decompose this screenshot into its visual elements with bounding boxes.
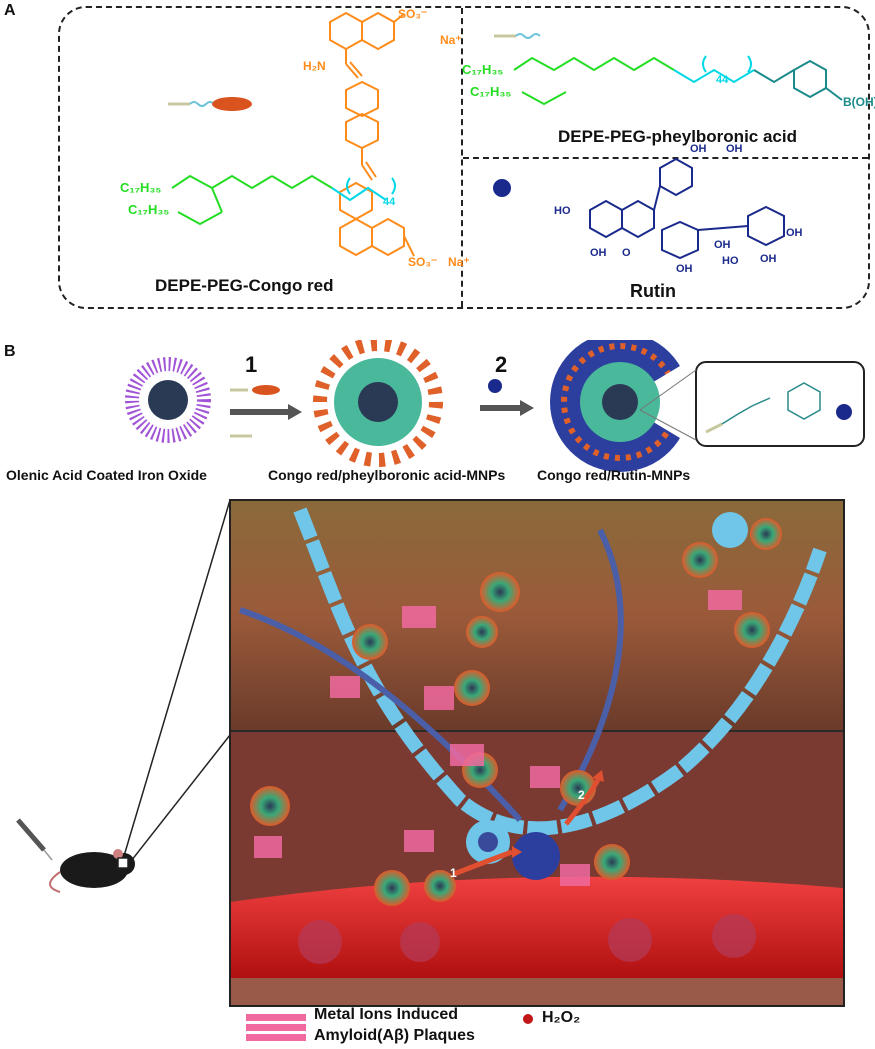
svg-text:C₁₇H₃₅: C₁₇H₃₅: [128, 202, 169, 217]
peg-repeat-count: 44: [383, 196, 396, 208]
legend-h2o2-icon: [523, 1014, 533, 1024]
svg-text:C₁₇H₃₅: C₁₇H₃₅: [470, 84, 511, 99]
panel-a-structures: SO₃⁻ Na⁺ H₂N SO₃⁻ Na⁺ C₁₇H₃₅ C₁₇H₃₅ C₁₇H…: [120, 7, 875, 275]
path-2-label: 2: [578, 788, 585, 802]
panel-a-horizontal-divider: [463, 157, 868, 159]
step-2-label: 2: [495, 352, 508, 377]
svg-text:Na⁺: Na⁺: [448, 255, 470, 269]
mouse-icon: [49, 849, 135, 893]
arrow-step-2: [480, 379, 534, 416]
svg-text:OH: OH: [690, 143, 707, 155]
congo-red-mnp: [313, 340, 443, 467]
legend-plaque-line2: Amyloid(Aβ) Plaques: [314, 1027, 475, 1044]
peg-repeat-count-pba: 44: [716, 74, 729, 86]
stage2-caption: Congo red/pheylboronic acid-MNPs: [268, 467, 506, 483]
step-1-label: 1: [245, 352, 258, 377]
brain-mnps: [250, 518, 782, 906]
arrow-step-1: [230, 385, 302, 438]
stage3-caption: Congo red/Rutin-MNPs: [537, 467, 691, 483]
rutin-skeleton: [589, 157, 785, 260]
congo-red-lipid-glyph: [168, 97, 252, 111]
svg-text:OH: OH: [590, 247, 607, 259]
svg-text:C₁₇H₃₅: C₁₇H₃₅: [462, 62, 503, 77]
panel-a-frame: [58, 6, 870, 309]
brain-illustration: [16, 499, 845, 1041]
svg-text:OH: OH: [786, 227, 803, 239]
svg-text:HO: HO: [722, 255, 739, 267]
legend-plaque-icon: [246, 1014, 306, 1041]
svg-text:OH: OH: [676, 263, 693, 275]
inset-boronate-ester: [639, 361, 865, 447]
svg-text:H₂N: H₂N: [303, 59, 326, 73]
svg-text:SO₃⁻: SO₃⁻: [398, 7, 427, 21]
svg-text:C₁₇H₃₅: C₁₇H₃₅: [120, 180, 161, 195]
phenylboronic-label: DEPE-PEG-pheylboronic acid: [558, 127, 797, 146]
syringe-icon: [16, 818, 53, 861]
svg-text:SO₃⁻: SO₃⁻: [408, 255, 437, 269]
synthesis-scheme: [125, 340, 865, 472]
legend-plaque-line1: Metal Ions Induced: [314, 1006, 459, 1023]
svg-text:Na⁺: Na⁺: [440, 33, 462, 47]
congo-red-core: [329, 11, 415, 257]
svg-text:HO: HO: [554, 205, 571, 217]
svg-text:B(OH)₂: B(OH)₂: [843, 95, 875, 109]
iron-oxide-particle: [125, 357, 211, 443]
legend-h2o2: H₂O₂: [542, 1009, 581, 1026]
svg-text:O: O: [622, 247, 631, 259]
rutin-label: Rutin: [630, 281, 676, 301]
congo-red-label: DEPE-PEG-Congo red: [155, 276, 334, 295]
stage1-caption: Olenic Acid Coated Iron Oxide: [6, 467, 207, 483]
panel-a-letter: A: [4, 2, 16, 19]
svg-text:OH: OH: [726, 143, 743, 155]
rutin-mnp: [550, 340, 690, 472]
svg-text:OH: OH: [760, 253, 777, 265]
brain-plaques: [254, 590, 742, 886]
svg-text:OH: OH: [714, 239, 731, 251]
panel-a-vertical-divider: [461, 8, 463, 307]
panel-b-letter: B: [4, 343, 16, 360]
path-1-label: 1: [450, 866, 457, 880]
